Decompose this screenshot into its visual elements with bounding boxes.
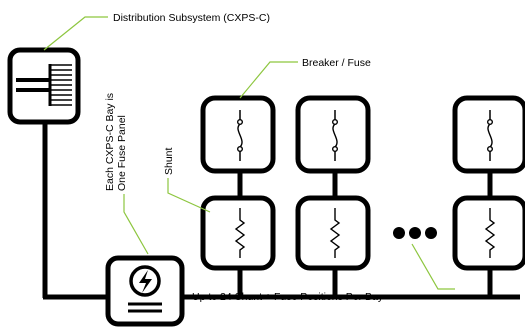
leader-bay	[123, 194, 149, 255]
fuse-icon	[452, 95, 525, 174]
shunt-label: Shunt	[163, 147, 175, 175]
distribution-panel-icon	[7, 47, 81, 125]
ellipsis-icon	[393, 227, 437, 239]
shunt-resistor-icon	[295, 195, 371, 271]
bay-label: Each CXPS-C Bay is One Fuse Panel	[104, 93, 128, 191]
breaker-label: Breaker / Fuse	[302, 57, 371, 69]
subsystem-label: Distribution Subsystem (CXPS-C)	[113, 12, 270, 24]
positions-label: Up to 24 Shunt + Fuse Positions Per Bay	[192, 291, 384, 303]
fuse-icon	[200, 95, 276, 174]
callout-leaders	[43, 16, 455, 290]
shunt-resistor-icon	[452, 195, 525, 271]
fuse-icon	[295, 95, 371, 174]
leader-breaker	[239, 61, 298, 99]
power-icon	[105, 255, 185, 327]
leader-subsystem	[43, 16, 108, 51]
leader-shunt	[167, 178, 211, 213]
leader-positions	[411, 243, 455, 290]
shunt-resistor-icon	[200, 195, 276, 271]
bay-label-line2: One Fuse Panel	[116, 115, 128, 191]
bay-label-line1: Each CXPS-C Bay is	[104, 93, 116, 191]
